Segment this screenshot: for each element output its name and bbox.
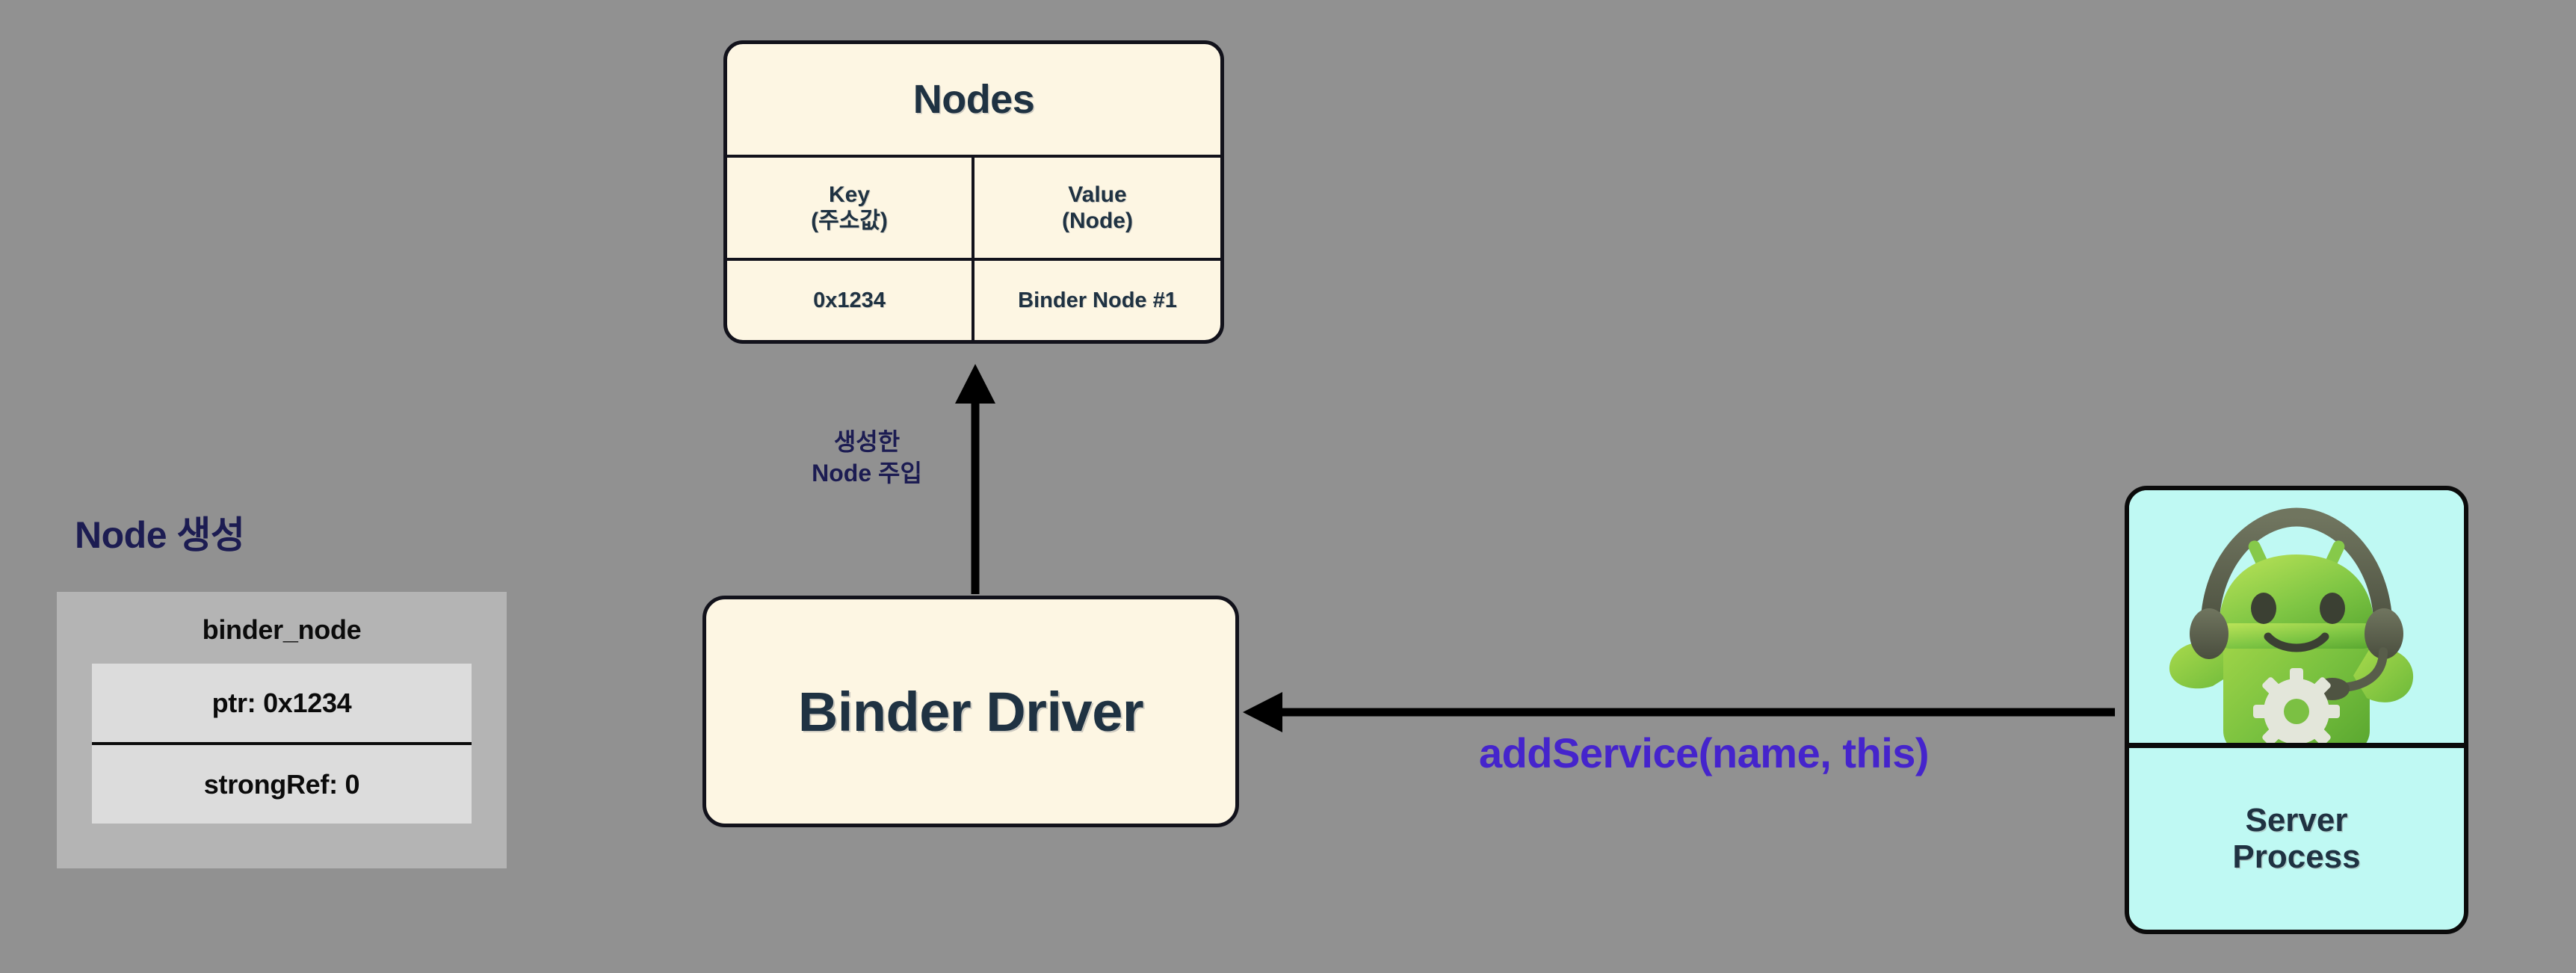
nodes-cell-value-text: Binder Node #1 [1018, 288, 1177, 312]
binder-driver-box: Binder Driver [702, 596, 1239, 827]
nodes-table-header-key: Key (주소값) [727, 158, 975, 258]
nodes-table-title-row: Nodes [727, 44, 1220, 158]
android-robot-with-headset-icon [2169, 507, 2414, 743]
binder-node-struct-name: binder_node [202, 614, 362, 645]
server-process-caption: Server Process [2129, 748, 2464, 930]
nodes-table-header-value: Value (Node) [975, 158, 1220, 258]
server-process-caption-line1: Server [2245, 802, 2348, 839]
node-creation-title: Node 생성 [75, 514, 245, 556]
inject-node-label-line1: 생성한 [833, 428, 901, 455]
inject-node-arrow-label: 생성한 Node 주입 [747, 426, 986, 489]
nodes-cell-key: 0x1234 [727, 261, 975, 340]
add-service-arrow-label: addService(name, this) [1478, 729, 1930, 776]
nodes-header-value-line2: (Node) [1062, 208, 1133, 233]
binder-node-struct-panel: binder_node ptr: 0x1234 strongRef: 0 [57, 592, 507, 868]
nodes-header-key-line1: Key [828, 182, 871, 207]
binder-node-field-ptr: ptr: 0x1234 [211, 687, 352, 718]
binder-node-field-strongref: strongRef: 0 [92, 742, 472, 824]
nodes-header-value-line1: Value [1068, 182, 1127, 207]
binder-node-fields: ptr: 0x1234 strongRef: 0 [92, 664, 472, 824]
table-row: 0x1234 Binder Node #1 [727, 261, 1220, 340]
nodes-cell-key-text: 0x1234 [813, 288, 886, 312]
server-process-caption-line2: Process [2232, 838, 2361, 875]
server-process-card: Server Process [2125, 486, 2468, 934]
server-process-art [2129, 490, 2464, 748]
nodes-header-key-line2: (주소값) [811, 208, 888, 233]
inject-node-label-line2: Node 주입 [812, 460, 922, 487]
nodes-table-title: Nodes [912, 77, 1035, 122]
binder-driver-label: Binder Driver [797, 680, 1144, 743]
nodes-cell-value: Binder Node #1 [975, 261, 1220, 340]
nodes-table: Nodes Key (주소값) Value (Node) 0x1234 Bind… [723, 40, 1224, 344]
add-service-arrow [1243, 692, 2115, 732]
nodes-table-header-row: Key (주소값) Value (Node) [727, 158, 1220, 261]
